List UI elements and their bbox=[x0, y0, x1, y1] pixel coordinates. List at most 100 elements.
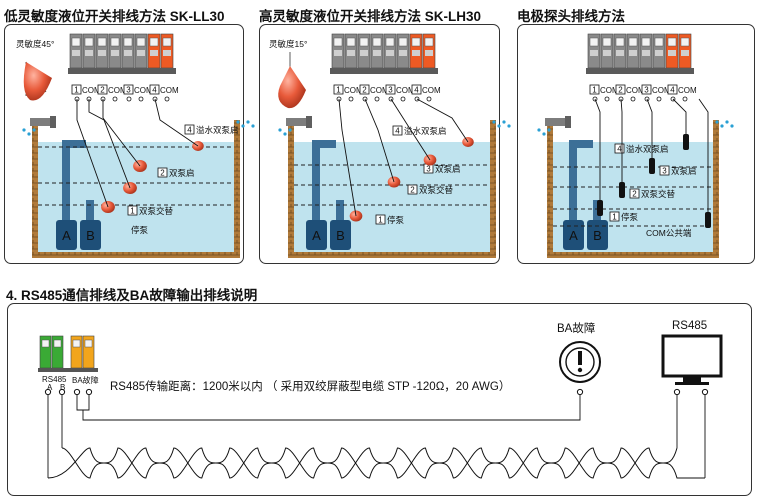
terminal-window bbox=[111, 50, 119, 56]
level-label-num-box bbox=[407, 184, 418, 195]
terminal-screw bbox=[110, 37, 120, 47]
terminal-window bbox=[360, 50, 368, 56]
probe-cable bbox=[620, 98, 623, 182]
low-sensitivity-title: 低灵敏度液位开关排线方法 SK-LL30 bbox=[4, 9, 225, 24]
low-terminal-label-num: 1 bbox=[74, 85, 79, 94]
water-drop bbox=[720, 124, 724, 128]
pump-label: A bbox=[312, 228, 321, 243]
ba-fault-label: BA故障 bbox=[557, 323, 596, 335]
terminal-rail bbox=[586, 68, 694, 74]
level-label-num-box bbox=[157, 167, 168, 178]
terminal-window bbox=[655, 50, 663, 56]
level-label-num: 2 bbox=[160, 168, 165, 177]
terminal-window bbox=[629, 50, 637, 56]
tank-wall-left bbox=[547, 120, 553, 258]
high-terminal-label-num-box bbox=[385, 84, 396, 95]
terminal-rail bbox=[330, 68, 438, 74]
level-label: 溢水双泵启 bbox=[626, 144, 669, 154]
terminal-screw bbox=[346, 37, 356, 47]
level-label: 双泵启 bbox=[671, 166, 697, 176]
pump-pipe-bend bbox=[62, 140, 86, 148]
pump-body bbox=[80, 220, 101, 250]
terminal-screw bbox=[53, 339, 62, 348]
electrode-probe bbox=[619, 182, 625, 198]
high-terminal-label-com: COM bbox=[396, 86, 415, 95]
float-cable bbox=[76, 99, 109, 208]
water-drop bbox=[730, 124, 734, 128]
pump-pipe bbox=[312, 142, 320, 220]
electrode-probe bbox=[649, 158, 655, 174]
ba-fault-wire bbox=[82, 395, 581, 421]
low-terminal-label-num-box bbox=[123, 84, 134, 95]
water-drop bbox=[492, 120, 496, 124]
probe-cable bbox=[646, 98, 653, 158]
level-label-num: 1 bbox=[130, 206, 135, 215]
terminal-screw bbox=[162, 37, 172, 47]
water-drop bbox=[537, 128, 541, 132]
electrode-probe-title: 电极探头排线方法 bbox=[517, 9, 625, 24]
pump-label: A bbox=[569, 228, 578, 243]
probe-terminal-label-com: COM bbox=[678, 86, 697, 95]
angle-float-icon bbox=[278, 66, 306, 109]
low-terminal-label-num: 2 bbox=[100, 85, 105, 94]
sensitivity-angle-label: 灵敏度45° bbox=[16, 39, 54, 49]
float-cable bbox=[154, 98, 199, 147]
level-label-num: 2 bbox=[410, 185, 415, 194]
float-cable bbox=[102, 99, 141, 167]
terminal-pin bbox=[426, 96, 432, 102]
terminal-pin bbox=[656, 96, 662, 102]
terminal-screw bbox=[641, 37, 651, 47]
level-label: 停泵 bbox=[387, 215, 405, 225]
level-label-num-box bbox=[375, 214, 386, 225]
rs485-terminal-caption: RS485 bbox=[42, 375, 67, 384]
high-terminal-label-num: 4 bbox=[414, 85, 419, 94]
terminal-screw bbox=[149, 37, 159, 47]
water-drop bbox=[507, 124, 511, 128]
terminal-screw bbox=[84, 339, 93, 348]
electrode-probe bbox=[705, 212, 711, 228]
high-terminal-block bbox=[330, 33, 438, 74]
rs485-pin-b: B bbox=[60, 383, 66, 392]
level-label: 溢水双泵启 bbox=[196, 125, 239, 135]
water-drop bbox=[251, 124, 255, 128]
water-drop bbox=[502, 120, 506, 124]
low-terminal-label-com: COM bbox=[108, 86, 127, 95]
terminal-screw bbox=[628, 37, 638, 47]
low-terminal-label-num-box bbox=[149, 84, 160, 95]
low-terminal-label-com: COM bbox=[134, 86, 153, 95]
rs485-monitor-label: RS485 bbox=[672, 320, 708, 332]
terminal-screw bbox=[654, 37, 664, 47]
terminal-pin bbox=[112, 96, 118, 102]
pump-label: B bbox=[86, 228, 95, 243]
level-label-num-box bbox=[392, 125, 403, 136]
ba-fault-alarm-dot bbox=[577, 367, 583, 373]
water-drop bbox=[497, 124, 501, 128]
high-terminal-label-num: 1 bbox=[336, 85, 341, 94]
low-terminal-label-num-box bbox=[97, 84, 108, 95]
water-drop bbox=[246, 120, 250, 124]
terminal-screw bbox=[84, 37, 94, 47]
terminal-pin bbox=[630, 96, 636, 102]
terminal-pin bbox=[164, 96, 170, 102]
terminal-pin bbox=[682, 96, 688, 102]
wire-terminal-pin bbox=[576, 388, 584, 396]
terminal-window bbox=[163, 50, 171, 56]
water-drop bbox=[22, 128, 26, 132]
level-label: 双泵交替 bbox=[139, 206, 174, 216]
pump-body bbox=[563, 220, 584, 250]
level-label-num: 4 bbox=[395, 126, 400, 135]
float-cable bbox=[416, 98, 469, 143]
twisted-pair-cable bbox=[61, 447, 678, 479]
low-terminal-label-num: 4 bbox=[152, 85, 157, 94]
terminal-screw bbox=[359, 37, 369, 47]
wire-terminal-pin bbox=[58, 388, 66, 396]
terminal-screw bbox=[398, 37, 408, 47]
terminal-window bbox=[72, 50, 80, 56]
angle-float-icon bbox=[23, 62, 52, 101]
probe-cable bbox=[698, 98, 709, 212]
terminal-window bbox=[590, 50, 598, 56]
level-label-num-box bbox=[659, 165, 670, 176]
tank-wall-right bbox=[490, 120, 496, 258]
